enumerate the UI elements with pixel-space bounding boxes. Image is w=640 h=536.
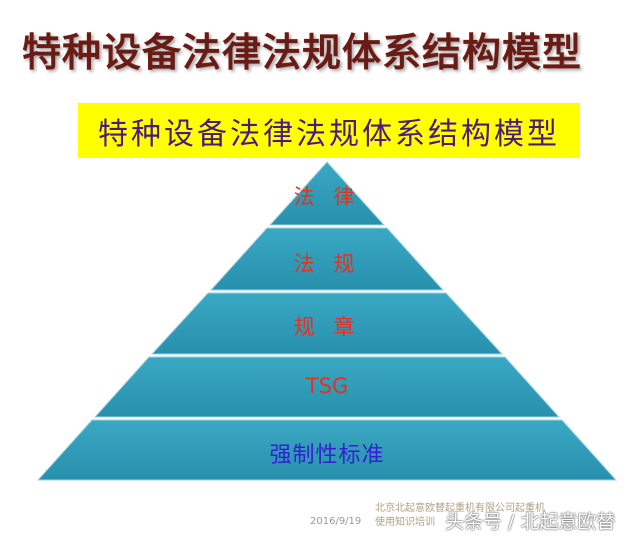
title-banner: 特种设备法律法规体系结构模型 [78,103,580,158]
banner-text: 特种设备法律法规体系结构模型 [98,116,560,152]
footer-org-line2: 使用知识培训 [375,517,435,528]
pyramid-level-2 [209,227,445,291]
slide-title: 特种设备法律法规体系结构模型 [22,30,583,76]
slide-date: 2016/9/19 [310,516,362,527]
pyramid-level-1 [268,161,386,226]
level-label-law: 法 律 [293,185,361,209]
footer-org-line1: 北京北起意欧替起重机有限公司起重机 [375,503,545,514]
pyramid-level-3 [150,292,504,355]
pyramid-level-4 [93,356,561,418]
watermark: 头条号 / 北起意欧替 [445,511,616,533]
footer-org: 北京北起意欧替起重机有限公司起重机 使用知识培训 [375,502,545,530]
level-label-standards: 强制性标准 [269,443,385,468]
pyramid-level-5 [36,419,618,481]
level-label-tsg: TSG [305,374,349,398]
level-label-rules: 规 章 [293,315,361,339]
level-label-regulation: 法 规 [293,252,361,276]
